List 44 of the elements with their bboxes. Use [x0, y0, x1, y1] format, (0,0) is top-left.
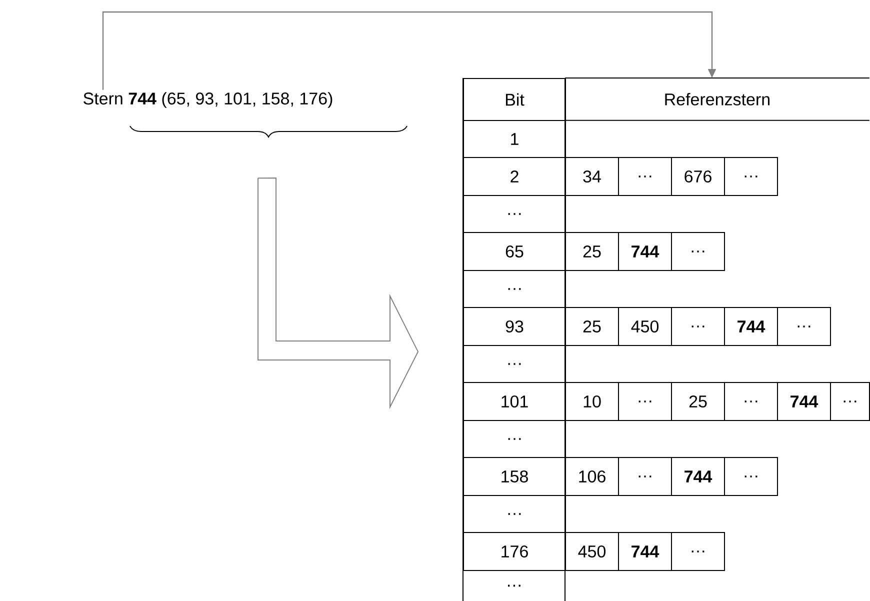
table-cell: … [618, 382, 672, 421]
table-cell: 744 [618, 532, 672, 571]
table-cell: 25 [565, 232, 619, 271]
table-cell: … [724, 157, 778, 196]
table-cell: … [463, 270, 566, 308]
table-cell: … [830, 382, 870, 421]
table-frame [462, 78, 566, 601]
table-cell: 93 [463, 307, 566, 346]
table-cell: … [618, 157, 672, 196]
table-cell: … [724, 457, 778, 496]
table-cell: 2 [463, 157, 566, 196]
table-cell: 10 [565, 382, 619, 421]
table-cell: 450 [565, 532, 619, 571]
table-cell: 106 [565, 457, 619, 496]
table-cell: 25 [565, 307, 619, 346]
table-cell: 744 [777, 382, 831, 421]
table-cell: … [671, 232, 725, 271]
table-cell: … [508, 584, 520, 587]
hollow-block-arrow [258, 178, 419, 410]
table-cell: … [671, 532, 725, 571]
table-cell: … [463, 495, 566, 533]
table-cell: … [463, 420, 566, 458]
table-cell: … [618, 457, 672, 496]
table-cell: 158 [463, 457, 566, 496]
arrow [102, 11, 716, 90]
table-cell: 744 [724, 307, 778, 346]
table-header-cell: Referenzstern [564, 78, 870, 121]
table-cell: 176 [463, 532, 566, 571]
table-cell: 34 [565, 157, 619, 196]
table-cell: … [463, 345, 566, 383]
table-cell: 450 [618, 307, 672, 346]
caption-text: Stern 744 (65, 93, 101, 158, 176) [84, 92, 332, 108]
table-cell: 744 [671, 457, 725, 496]
table-cell: … [724, 382, 778, 421]
table-cell: 676 [671, 157, 725, 196]
table-cell: 25 [671, 382, 725, 421]
table-cell: … [463, 195, 566, 233]
table-cell: 65 [463, 232, 566, 271]
table-cell: 744 [618, 232, 672, 271]
table-cell: 1 [463, 120, 566, 158]
table-cell: … [671, 307, 725, 346]
table-cell: … [777, 307, 831, 346]
table-cell: Bit [463, 78, 566, 121]
table-cell: 101 [463, 382, 566, 421]
